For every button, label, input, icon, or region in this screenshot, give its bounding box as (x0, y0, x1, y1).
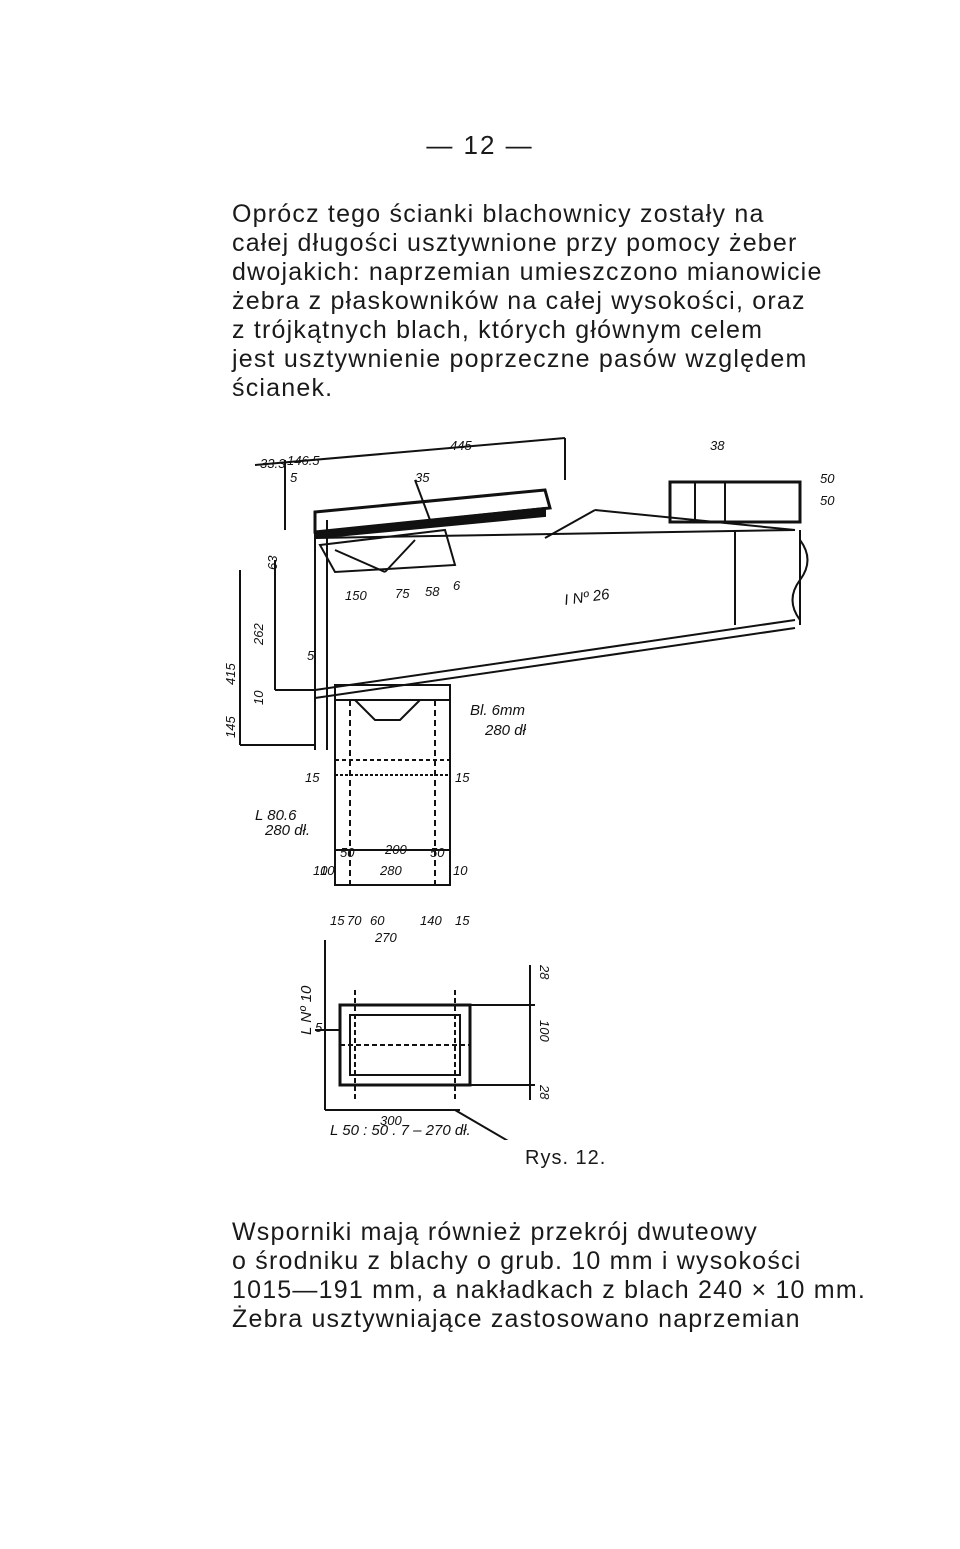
dim-label: 10 (453, 863, 468, 878)
dim-label: 5 (307, 648, 315, 663)
paragraph-2-line: Wsporniki mają również przekrój dwuteowy (232, 1218, 758, 1246)
dim-label: 10 (251, 690, 266, 705)
angle-label: L 80.6 (255, 807, 297, 824)
page-number: — 12 — (426, 130, 534, 160)
dim-label: 50 (340, 845, 355, 860)
dim-label: 70 (347, 913, 362, 928)
dim-label: 5 (315, 1020, 323, 1035)
dim-label: 150 (345, 588, 367, 603)
dim-label: 60 (370, 913, 385, 928)
dim-label: 50 (820, 471, 835, 486)
bottom-angle-label: L 50 : 50 . 7 – 270 dł. (330, 1122, 471, 1139)
paragraph-1-line: żebra z płaskowników na całej wysokości,… (232, 287, 806, 315)
paragraph-1-line: Oprócz tego ścianki blachownicy zostały … (232, 200, 765, 228)
plate-length-label: 280 dł (484, 722, 527, 739)
dim-label: 15 (305, 770, 320, 785)
dim-label: 146.5 (287, 453, 320, 468)
plate-label: Bl. 6mm (470, 702, 525, 719)
dim-label: 28 (537, 964, 552, 980)
dim-label: 6 (453, 578, 461, 593)
dim-label: 28 (537, 1084, 552, 1100)
dim-label: 280 (379, 863, 402, 878)
dim-label: 300 (380, 1113, 402, 1128)
paragraph-2: Wsporniki mają również przekrój dwuteowy… (232, 1218, 866, 1334)
paragraph-1-line: ścianek. (232, 374, 334, 402)
dim-label: 10 (320, 863, 335, 878)
dim-label: 50 (820, 493, 835, 508)
dim-label: 10 (313, 863, 328, 878)
paragraph-1-line: jest usztywnienie poprzeczne pasów wzglę… (232, 345, 808, 373)
dim-label: 35 (415, 470, 430, 485)
dim-label: 50 (430, 845, 445, 860)
paragraph-1-line: dwojakich: naprzemian umieszczono mianow… (232, 258, 823, 286)
dim-label: 415 (223, 663, 238, 685)
dim-label: 63 (265, 555, 280, 570)
dim-label: 33.3 (260, 456, 286, 471)
dim-label: 5 (290, 470, 298, 485)
figure-caption: Rys. 12. (525, 1147, 607, 1169)
dim-label: 75 (395, 586, 410, 601)
paragraph-2-line: o środniku z blachy o grub. 10 mm i wyso… (232, 1247, 802, 1275)
dim-label: 38 (710, 438, 725, 453)
dim-label: 58 (425, 584, 440, 599)
dim-label: 15 (455, 913, 470, 928)
dim-label: 15 (330, 913, 345, 928)
technical-drawing: 445 33.3 146.5 5 35 38 50 50 63 262 415 … (223, 437, 835, 1140)
beam-label: I Nº 26 (563, 586, 611, 609)
paragraph-1-line: całej długości usztywnione przy pomocy ż… (232, 229, 798, 257)
dim-label: 445 (450, 438, 472, 453)
paragraph-2-line: 1015—191 mm, a nakładkach z blach 240 × … (232, 1276, 866, 1304)
dim-label: 140 (420, 913, 442, 928)
paragraph-2-line: Żebra usztywniające zastosowano naprzemi… (232, 1305, 801, 1333)
channel-label: L Nº 10 (298, 985, 315, 1035)
dim-label: 262 (251, 623, 266, 646)
paragraph-1-line: z trójkątnych blach, których głównym cel… (232, 316, 764, 344)
dim-label: 15 (455, 770, 470, 785)
angle-length-label: 280 dł. (264, 822, 310, 839)
dim-label: 100 (537, 1020, 552, 1042)
dim-label: 200 (384, 842, 407, 857)
paragraph-1: Oprócz tego ścianki blachownicy zostały … (232, 200, 852, 403)
dim-label: 270 (374, 930, 397, 945)
dim-label: 145 (223, 716, 238, 738)
